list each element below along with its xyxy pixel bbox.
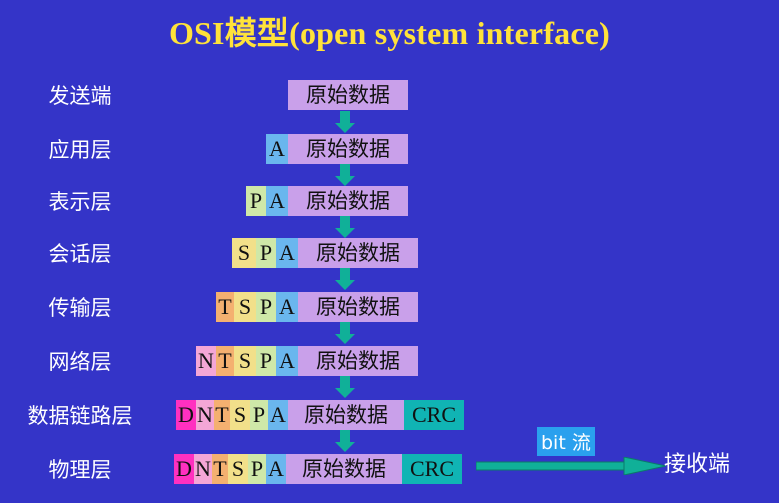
packet-row-datalink: D N T S P A 原始数据 CRC [176, 400, 464, 430]
raw-data-block: 原始数据 [288, 400, 404, 430]
trailer-crc: CRC [402, 454, 462, 484]
packet-row-session: S P A 原始数据 [232, 238, 418, 268]
packet-row-physical: D N T S P A 原始数据 CRC [174, 454, 462, 484]
header-p: P [250, 400, 268, 430]
header-n: N [194, 454, 212, 484]
header-n: N [196, 400, 214, 430]
receiver-label: 接收端 [664, 452, 731, 477]
header-p: P [256, 238, 276, 268]
layer-label-application: 应用层 [48, 138, 112, 162]
header-p: P [248, 454, 266, 484]
layer-label-presentation: 表示层 [48, 190, 112, 214]
header-s: S [230, 400, 250, 430]
down-arrow-icon [335, 216, 355, 238]
header-p: P [256, 346, 276, 376]
header-d: D [176, 400, 196, 430]
layer-label-session: 会话层 [48, 242, 112, 266]
header-t: T [216, 346, 234, 376]
header-p: P [246, 186, 266, 216]
layer-label-sender: 发送端 [48, 84, 112, 108]
down-arrow-icon [335, 376, 355, 398]
packet-row-transport: T S P A 原始数据 [216, 292, 418, 322]
header-t: T [214, 400, 230, 430]
raw-data-block: 原始数据 [298, 346, 418, 376]
header-a: A [276, 292, 298, 322]
raw-data-block: 原始数据 [288, 186, 408, 216]
down-arrow-icon [335, 322, 355, 344]
header-t: T [212, 454, 228, 484]
layer-label-datalink: 数据链路层 [27, 404, 133, 428]
raw-data-block: 原始数据 [286, 454, 402, 484]
header-a: A [266, 454, 286, 484]
layer-label-transport: 传输层 [48, 296, 112, 320]
header-n: N [196, 346, 216, 376]
layer-label-network: 网络层 [48, 350, 112, 374]
raw-data-block: 原始数据 [288, 134, 408, 164]
layer-label-physical: 物理层 [48, 458, 112, 482]
header-s: S [228, 454, 248, 484]
packet-row-application: A 原始数据 [266, 134, 408, 164]
header-a: A [276, 238, 298, 268]
header-p: P [256, 292, 276, 322]
raw-data-block: 原始数据 [298, 238, 418, 268]
packet-row-network: N T S P A 原始数据 [196, 346, 418, 376]
down-arrow-icon [335, 111, 355, 133]
slide-title: OSI模型(open system interface) [168, 15, 611, 51]
header-d: D [174, 454, 194, 484]
header-s: S [234, 346, 256, 376]
packet-row-presentation: P A 原始数据 [246, 186, 408, 216]
header-a: A [268, 400, 288, 430]
down-arrow-icon [335, 268, 355, 290]
raw-data-block: 原始数据 [288, 80, 408, 110]
header-s: S [234, 292, 256, 322]
raw-data-block: 原始数据 [298, 292, 418, 322]
trailer-crc: CRC [404, 400, 464, 430]
header-a: A [266, 134, 288, 164]
down-arrow-icon [335, 430, 355, 452]
packet-row-sender: 原始数据 [288, 80, 408, 110]
header-s: S [232, 238, 256, 268]
header-t: T [216, 292, 234, 322]
right-arrow-icon [476, 457, 666, 475]
header-a: A [276, 346, 298, 376]
down-arrow-icon [335, 164, 355, 186]
bit-stream-label: bit 流 [537, 427, 595, 456]
header-a: A [266, 186, 288, 216]
